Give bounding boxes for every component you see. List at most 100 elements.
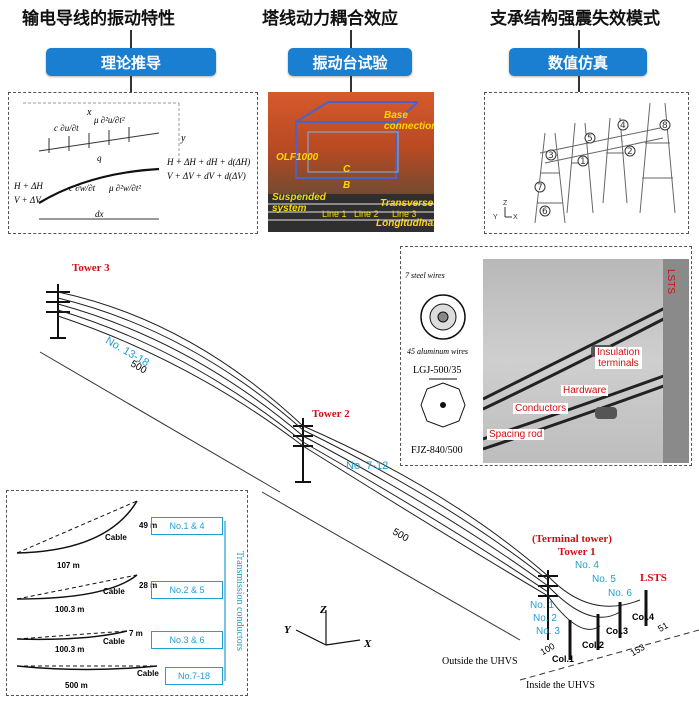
transmission-line-overview xyxy=(39,284,699,681)
conductor-hardware-photo: LSTS Insulation terminals Hardware Condu… xyxy=(483,259,689,463)
profile2-label-box: No.2 & 5 xyxy=(151,581,223,599)
column2-label: Col.2 xyxy=(582,640,605,650)
cable-label: Cable xyxy=(105,533,127,542)
shake-table-test-button[interactable]: 振动台试验 xyxy=(288,48,412,76)
outside-uhvs-label: Outside the UHVS xyxy=(442,656,518,667)
inside-uhvs-label: Inside the UHVS xyxy=(526,680,595,691)
suspended-system-label: Suspended system xyxy=(272,192,326,214)
profile2-span: 100.3 m xyxy=(55,605,85,614)
numerical-model-panel: 3 1 5 4 2 8 7 6 Y Z X xyxy=(484,92,689,234)
axis-x-label: X xyxy=(364,638,372,650)
svg-text:V + ΔV + dV + d(ΔV): V + ΔV + dV + d(ΔV) xyxy=(167,171,246,181)
profile4-span: 500 m xyxy=(65,681,88,690)
profile2-sag: 28 m xyxy=(139,581,158,590)
svg-text:x: x xyxy=(86,107,92,118)
insulation-terminals-label: Insulation terminals xyxy=(595,347,642,369)
tower-fem-model: 3 1 5 4 2 8 7 6 Y Z X xyxy=(493,102,676,224)
connector-line xyxy=(578,30,580,48)
connector-line xyxy=(130,76,132,92)
lsts-columns xyxy=(568,590,648,660)
profile1-span: 107 m xyxy=(57,561,80,570)
svg-text:μ ∂²u/∂t²: μ ∂²u/∂t² xyxy=(93,115,125,125)
svg-text:Z: Z xyxy=(503,200,508,207)
conductors-to-lsts xyxy=(547,575,641,630)
svg-text:q: q xyxy=(97,153,102,163)
transmission-conductors-label: Transmission conductors xyxy=(234,551,245,651)
svg-text:Y: Y xyxy=(493,214,498,221)
conductor-no5: No. 5 xyxy=(592,574,616,585)
tower3-label: Tower 3 xyxy=(72,262,110,274)
model-marker: 4 xyxy=(620,121,626,131)
axis-z-label: Z xyxy=(320,604,327,616)
hardware-label: Hardware xyxy=(561,385,609,396)
olf-label: OLF1000 xyxy=(276,152,319,163)
connector-line xyxy=(350,76,352,92)
conductor-photo-panel: 7 steel wires 45 aluminum wires LGJ-500/… xyxy=(400,246,692,466)
profile1-sag: 49 m xyxy=(139,521,158,530)
line1-label: Line 1 xyxy=(322,209,347,219)
section-title-coupling: 塔线动力耦合效应 xyxy=(262,9,398,29)
conductor-no2: No. 2 xyxy=(533,613,557,624)
model-marker: 6 xyxy=(542,207,548,217)
svg-text:H + ΔH: H + ΔH xyxy=(13,181,43,191)
svg-text:X: X xyxy=(513,214,518,221)
shake-table-photo: Base connection OLF1000 C B Suspended sy… xyxy=(268,92,434,232)
aluminum-wires-label: 45 aluminum wires xyxy=(407,347,469,356)
column3-label: Col.3 xyxy=(606,626,629,636)
profile3-sag: 7 m xyxy=(129,629,143,638)
spacing-rod-label: Spacing rod xyxy=(487,429,545,440)
profile1-label-box: No.1 & 4 xyxy=(151,517,223,535)
conductors-label: Conductors xyxy=(513,403,569,414)
theory-diagram-panel: x y c ∂u/∂t μ ∂²u/∂t² q H + ΔH V + ΔV H … xyxy=(8,92,258,234)
terminal-tower-label: (Terminal tower) xyxy=(532,533,612,545)
svg-text:V + ΔV: V + ΔV xyxy=(14,195,42,205)
cable-element-diagram: x y c ∂u/∂t μ ∂²u/∂t² q H + ΔH V + ΔV H … xyxy=(13,102,250,220)
profile3-label-box: No.3 & 6 xyxy=(151,631,223,649)
svg-text:H + ΔH + dH + d(ΔH): H + ΔH + dH + d(ΔH) xyxy=(166,157,250,167)
model-marker: 8 xyxy=(662,121,668,131)
fjz-label: FJZ-840/500 xyxy=(411,445,463,456)
profile3-span: 100.3 m xyxy=(55,645,85,654)
conductor-group-7-12: No. 7-12 xyxy=(346,460,389,472)
section-title-vibration: 输电导线的振动特性 xyxy=(22,9,175,29)
conductor-no6: No. 6 xyxy=(608,588,632,599)
model-marker: 3 xyxy=(548,151,554,161)
model-marker: 5 xyxy=(587,134,593,144)
uhvs-boundary-line xyxy=(519,629,699,681)
line3-label: Line 3 xyxy=(392,209,417,219)
connector-line xyxy=(578,76,580,92)
connector-line xyxy=(350,30,352,48)
point-b-label: B xyxy=(343,180,351,191)
numerical-simulation-button[interactable]: 数值仿真 xyxy=(509,48,647,76)
steel-wires-label: 7 steel wires xyxy=(405,271,445,280)
svg-text:c ∂w/∂t: c ∂w/∂t xyxy=(69,183,96,193)
global-axes-icon xyxy=(295,610,361,646)
cable-sag-profiles xyxy=(16,500,226,681)
model-marker: 2 xyxy=(627,147,633,157)
conductor-no1: No. 1 xyxy=(530,600,554,611)
span-dim-line xyxy=(39,351,281,493)
longitudinal-label: Longitudinal xyxy=(376,218,434,229)
svg-text:dx: dx xyxy=(95,209,104,219)
cable-profiles-panel: Cable 107 m 49 m No.1 & 4 Cable 100.3 m … xyxy=(6,490,248,696)
conductor-no4: No. 4 xyxy=(575,560,599,571)
profile4-label-box: No.7-18 xyxy=(165,667,223,685)
transverse-label: Transverse xyxy=(380,198,434,209)
model-marker: 7 xyxy=(537,183,543,193)
cable-label: Cable xyxy=(103,637,125,646)
axis-y-label: Y xyxy=(284,624,291,636)
model-marker: 1 xyxy=(580,157,586,167)
conductors-span-2 xyxy=(302,425,549,597)
conductors-span-1 xyxy=(57,291,304,447)
section-title-failure: 支承结构强震失效模式 xyxy=(490,9,660,29)
lsts-label: LSTS xyxy=(640,572,667,584)
tower2-label: Tower 2 xyxy=(312,408,350,420)
point-c-label: C xyxy=(343,164,351,175)
column4-label: Col.4 xyxy=(632,612,655,622)
theory-derivation-button[interactable]: 理论推导 xyxy=(46,48,216,76)
conductor-section-diagram xyxy=(420,294,466,428)
cable-label: Cable xyxy=(103,587,125,596)
line2-label: Line 2 xyxy=(354,209,379,219)
lgj-label: LGJ-500/35 xyxy=(413,365,462,376)
svg-text:y: y xyxy=(180,133,186,144)
